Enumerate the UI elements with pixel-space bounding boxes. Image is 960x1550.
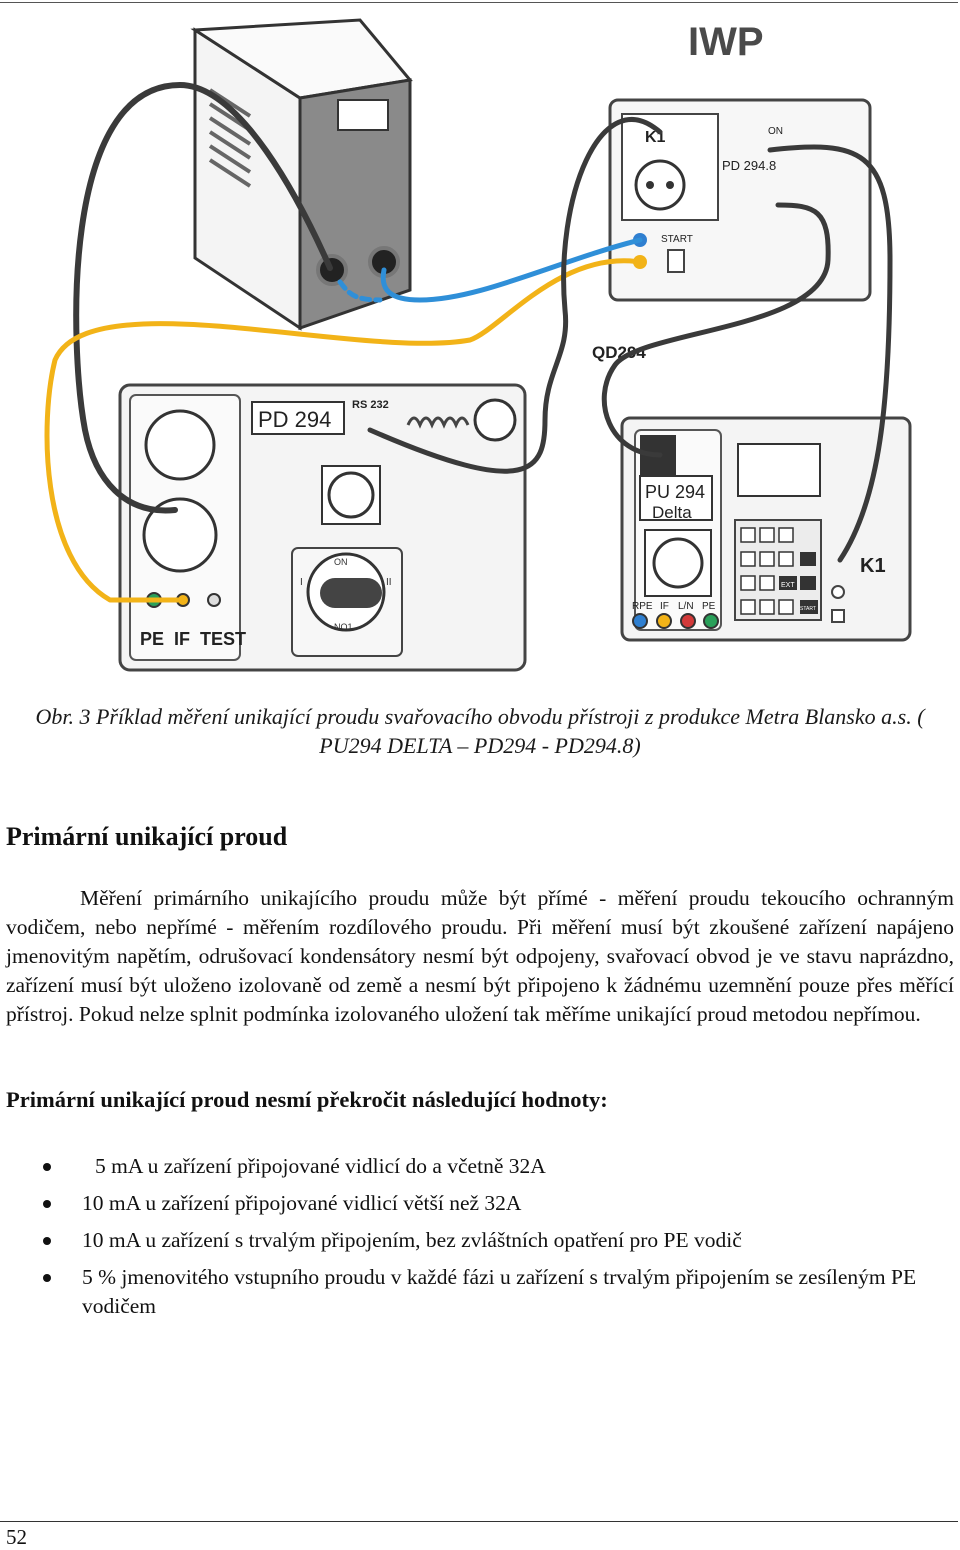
cable-dark-adapter-to-pu294 xyxy=(601,202,831,458)
pd294-instrument: PD 294 RS 232 ON NO1 I II PE IF TEST xyxy=(118,383,527,672)
pu294-terminal-label: PE xyxy=(702,601,716,612)
figure-caption: Obr. 3 Příklad měření unikající proudu s… xyxy=(35,704,925,758)
list-item-text: 10 mA u zařízení s trvalým připojením, b… xyxy=(82,1228,742,1252)
footer-rule xyxy=(0,1521,958,1522)
pu294-indicator xyxy=(831,585,845,599)
pd294-switch-on: ON xyxy=(334,557,348,567)
list-item-text: 5 % jmenovitého vstupního proudu v každé… xyxy=(82,1265,917,1318)
pu294-instrument: PU 294 Delta EXT START K1 RPE IF L/N PE xyxy=(620,416,912,642)
pu294-terminal-label: IF xyxy=(660,601,669,612)
cable-dark-welder-to-pd294 xyxy=(73,82,333,514)
pd2948-adapter: K1 PD 294.8 ON START xyxy=(608,98,872,302)
cable-blue-adapter-to-welder xyxy=(380,237,643,303)
adapter-on-label: ON xyxy=(768,126,783,137)
iwp-logo: IWP xyxy=(688,20,764,64)
welding-machine xyxy=(190,18,413,331)
list-item-text: 10 mA u zařízení připojované vidlicí vět… xyxy=(82,1191,522,1215)
bullet-icon xyxy=(43,1237,51,1245)
pd294-port-label: RS 232 xyxy=(352,399,389,411)
pu294-terminal-rpe xyxy=(632,613,648,629)
pd294-switch-pos2: II xyxy=(386,577,392,588)
adapter-start-label: START xyxy=(661,234,693,245)
pu294-model-line1: PU 294 xyxy=(645,482,705,502)
pd294-model: PD 294 xyxy=(258,407,331,432)
cable-dark-adapter-to-probe xyxy=(767,144,893,563)
bullet-icon xyxy=(43,1274,51,1282)
cable-yellow-adapter-to-pd294 xyxy=(44,258,643,603)
bullet-icon xyxy=(43,1200,51,1208)
adapter-model: PD 294.8 xyxy=(722,158,776,173)
list-item: 10 mA u zařízení připojované vidlicí vět… xyxy=(0,1189,940,1218)
cable-label: QD294 xyxy=(592,343,646,362)
list-item: 10 mA u zařízení s trvalým připojením, b… xyxy=(0,1226,940,1255)
limits-list: 5 mA u zařízení připojované vidlicí do a… xyxy=(0,1152,940,1329)
pd294-terminal-test xyxy=(207,593,221,607)
body-paragraph: Měření primárního unikajícího proudu můž… xyxy=(6,886,954,1026)
adapter-socket-label: K1 xyxy=(645,129,666,146)
cable-dark-adapter-to-qd294 xyxy=(367,117,663,474)
pu294-terminal-pe xyxy=(703,613,719,629)
top-rule xyxy=(0,2,958,3)
list-item: 5 % jmenovitého vstupního proudu v každé… xyxy=(0,1263,940,1321)
pu294-terminal-label: L/N xyxy=(678,601,694,612)
pd294-terminals-label: PE IF TEST xyxy=(140,629,246,649)
page-number: 52 xyxy=(6,1525,27,1549)
pd294-switch-pos1: I xyxy=(300,577,303,588)
pu294-probe-label: K1 xyxy=(860,555,886,577)
measurement-diagram: IWP K1 PD 294.8 ON START QD294 PD 294 RS… xyxy=(44,18,912,672)
pu294-terminal-label: RPE xyxy=(632,601,653,612)
pu294-start-label: START xyxy=(800,606,816,612)
list-item-text: 5 mA u zařízení připojované vidlicí do a… xyxy=(95,1154,546,1178)
adapter-start-button xyxy=(667,249,685,273)
pu294-terminal-if xyxy=(656,613,672,629)
pu294-model-line2: Delta xyxy=(652,503,692,522)
bullet-icon xyxy=(43,1163,51,1171)
cable-blue-dashed xyxy=(337,279,383,303)
list-item: 5 mA u zařízení připojované vidlicí do a… xyxy=(0,1152,940,1181)
pu294-ext-label: EXT xyxy=(781,582,795,589)
pu294-terminal-ln xyxy=(680,613,696,629)
limits-heading: Primární unikající proud nesmí překročit… xyxy=(6,1087,608,1112)
section-heading: Primární unikající proud xyxy=(6,822,288,851)
pd294-switch-off: NO1 xyxy=(334,622,353,632)
